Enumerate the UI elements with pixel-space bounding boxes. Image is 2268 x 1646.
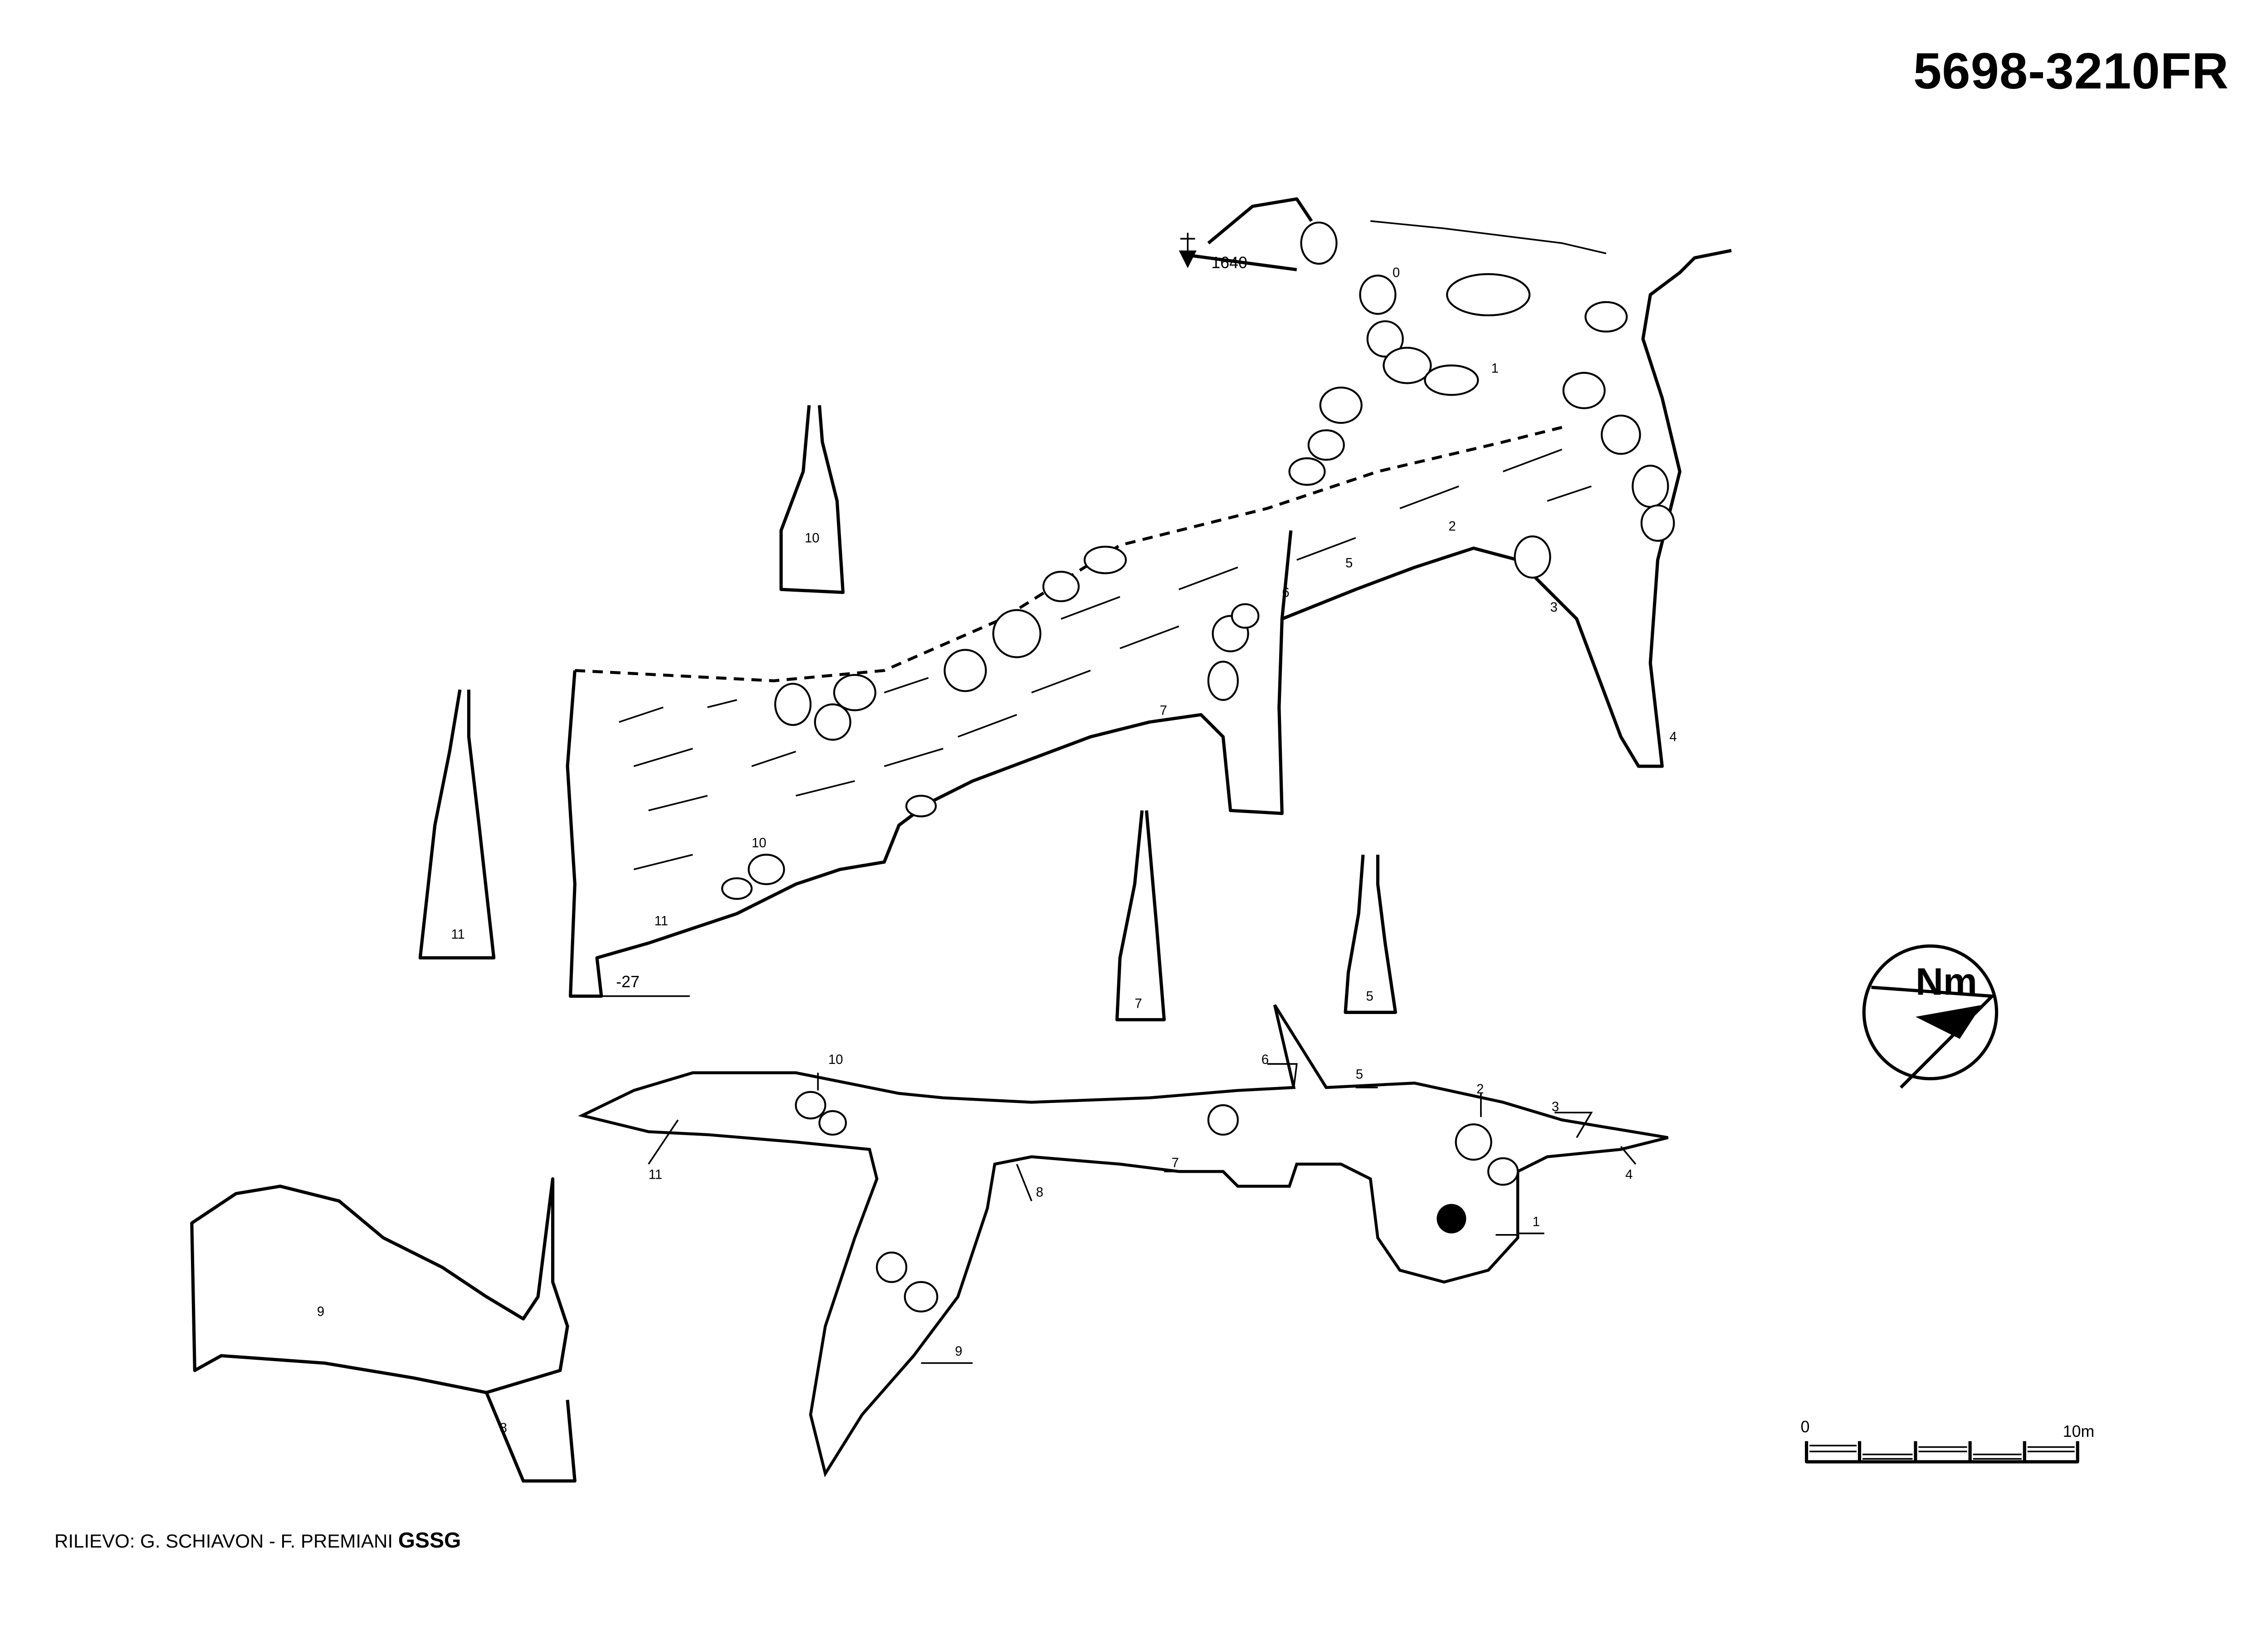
scale-start: 0	[1801, 1418, 1810, 1436]
cross-section-label: 5	[1366, 989, 1373, 1004]
survey-group: GSSG	[398, 1528, 461, 1553]
station-label: 11	[655, 914, 668, 929]
cross-section-label: 10	[805, 531, 820, 545]
scale-bar: 0 10m	[1801, 1418, 2094, 1464]
boulders	[721, 221, 1675, 900]
plan-station-label: 11	[649, 1167, 662, 1182]
plan-station-label: 4	[1625, 1167, 1633, 1182]
station-label: 0	[1393, 266, 1400, 280]
north-arrow-icon: Nm	[1862, 944, 1999, 1089]
station-label: 3	[1550, 600, 1557, 615]
station-label: 5	[1345, 556, 1353, 570]
surveyors: RILIEVO: G. SCHIAVON - F. PREMIANI	[54, 1530, 393, 1552]
plan-station-label: 2	[1476, 1082, 1484, 1097]
station-label: 7	[1160, 703, 1167, 718]
shaft-icon	[1437, 1204, 1466, 1234]
cross-sections: 10 11 7 5 9 8	[190, 405, 1397, 1483]
cross-section-label: 8	[500, 1421, 507, 1435]
station-label: 1	[1491, 362, 1499, 376]
plan-station-label: 3	[1552, 1100, 1559, 1114]
plan-view: 10 11 6 5 2 3 4 1 7 8 9	[578, 1004, 1669, 1478]
plan-station-label: 1	[1532, 1215, 1540, 1229]
cross-section-label: 11	[451, 927, 464, 942]
plan-station-label: 6	[1261, 1053, 1269, 1067]
cross-section-label: 7	[1135, 997, 1142, 1011]
boulders	[795, 1091, 1519, 1313]
station-label: 10	[752, 836, 767, 851]
longitudinal-section: 1640 -27 0 1 2 3 4 5 6 7 10 11	[566, 197, 1732, 998]
cave-cadastre-code: 5698-3210FR	[1913, 43, 2229, 99]
entrance-marker-icon	[1178, 250, 1197, 269]
plan-station-label: 5	[1356, 1068, 1363, 1082]
bedding-lines	[619, 448, 1592, 871]
station-label: 4	[1670, 730, 1677, 745]
station-label: 2	[1448, 519, 1456, 534]
plan-station-label: 10	[828, 1053, 843, 1067]
survey-credit: RILIEVO: G. SCHIAVON - F. PREMIANI GSSG	[54, 1528, 461, 1553]
cross-section-label: 9	[317, 1304, 324, 1319]
north-label: Nm	[1916, 960, 1977, 1003]
depth-label: -27	[616, 973, 640, 991]
entrance-altitude: 1640	[1211, 254, 1247, 272]
station-label: 6	[1282, 585, 1289, 600]
plan-station-label: 9	[955, 1344, 962, 1359]
scale-end: 10m	[2063, 1422, 2094, 1440]
plan-station-label: 7	[1172, 1156, 1179, 1170]
plan-station-label: 8	[1036, 1185, 1043, 1200]
